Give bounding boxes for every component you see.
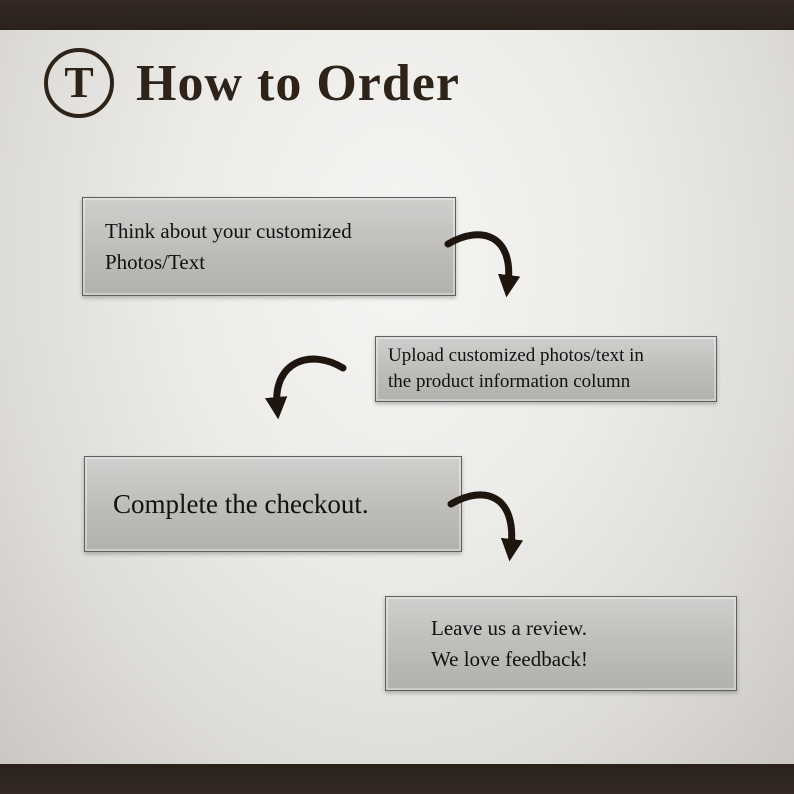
step-3-line-1: Complete the checkout.: [113, 489, 369, 519]
step-4-line-1: Leave us a review.: [431, 615, 588, 640]
step-2-line-2: the product information column: [388, 371, 631, 392]
bottom-border-bar: [0, 764, 794, 794]
top-border-bar: [0, 0, 794, 30]
step-1-line-2: Photos/Text: [105, 249, 206, 274]
curved-arrow-down-left-icon: [265, 355, 347, 420]
step-box-1: Think about your customized Photos/Text: [82, 197, 456, 296]
step-box-2: Upload customized photos/text in the pro…: [375, 336, 717, 402]
step-2-line-1: Upload customized photos/text in: [388, 345, 644, 366]
brand-logo-circle: T: [44, 48, 114, 118]
curved-arrow-down-right-icon: [444, 231, 521, 298]
step-1-line-1: Think about your customized: [105, 218, 352, 243]
page-title: How to Order: [136, 54, 460, 112]
step-box-4: Leave us a review. We love feedback!: [385, 596, 737, 691]
logo-letter: T: [64, 58, 94, 107]
step-box-3: Complete the checkout.: [84, 456, 462, 552]
curved-arrow-down-right-icon: [447, 491, 524, 562]
header: T How to Order: [44, 48, 460, 118]
step-4-line-2: We love feedback!: [431, 646, 588, 671]
